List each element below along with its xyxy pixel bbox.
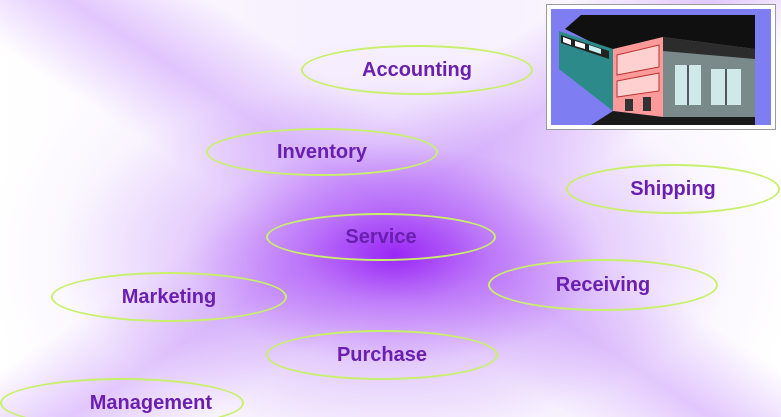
receiving-node[interactable]: Receiving	[488, 259, 718, 311]
building-illustration	[551, 9, 771, 125]
management-node[interactable]: Management	[0, 378, 244, 417]
inventory-node[interactable]: Inventory	[206, 128, 438, 176]
marketing-node[interactable]: Marketing	[51, 272, 287, 322]
accounting-node[interactable]: Accounting	[301, 45, 533, 95]
service-node[interactable]: Service	[266, 213, 496, 261]
shipping-node[interactable]: Shipping	[566, 164, 780, 214]
building-image	[546, 4, 776, 130]
purchase-node[interactable]: Purchase	[266, 330, 498, 380]
